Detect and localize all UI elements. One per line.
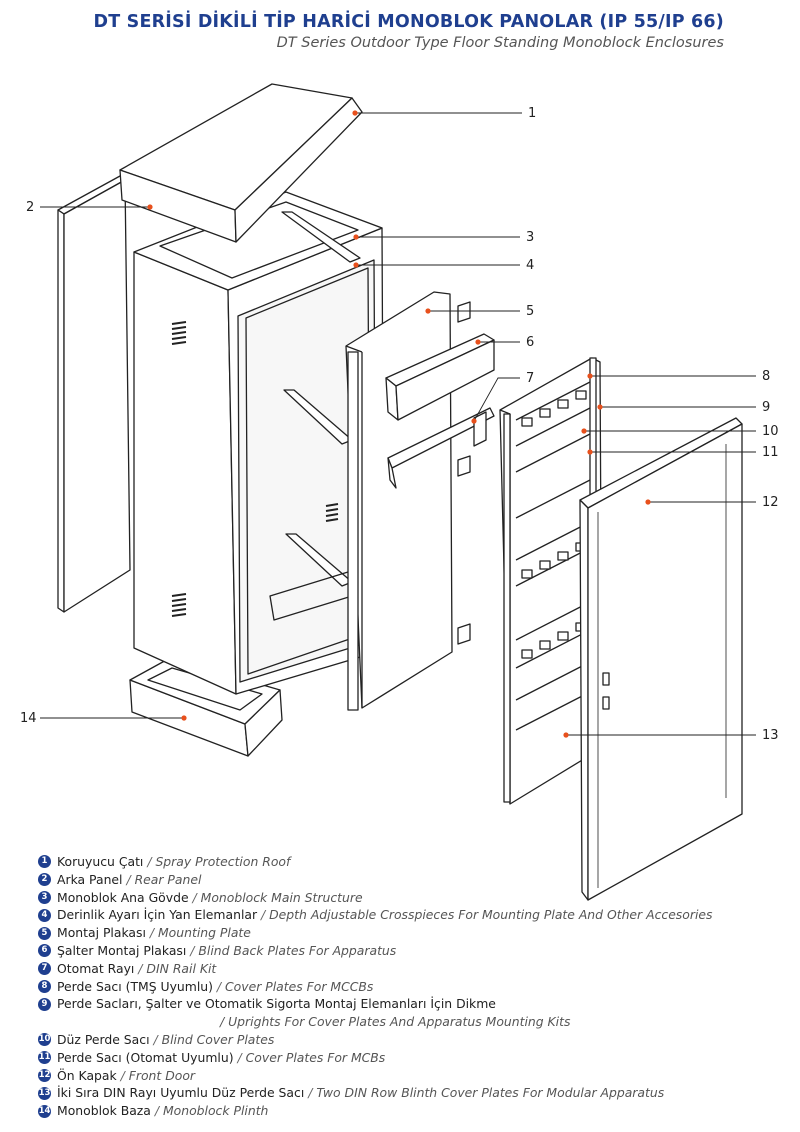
legend-item-continuation: / Uprights For Cover Plates And Apparatu… xyxy=(38,1013,788,1031)
callout-2: 2 xyxy=(26,200,35,215)
exploded-enclosure-diagram xyxy=(40,83,756,901)
legend-en: Depth Adjustable Crosspieces For Mountin… xyxy=(269,907,713,923)
legend-en: Mounting Plate xyxy=(157,925,251,941)
legend-number: 7 xyxy=(38,962,51,976)
legend-number: 5 xyxy=(38,926,51,940)
din-rail-kit xyxy=(387,407,495,489)
legend-en: Cover Plates For MCCBs xyxy=(225,978,374,994)
legend-tr: Derinlik Ayarı İçin Yan Elemanlar xyxy=(57,907,258,923)
legend-number: 4 xyxy=(38,908,51,922)
legend-en: DIN Rail Kit xyxy=(146,960,217,976)
legend-number: 8 xyxy=(38,979,51,993)
callout-7: 7 xyxy=(526,371,535,386)
legend-tr: Düz Perde Sacı xyxy=(57,1031,150,1047)
monoblock-plinth xyxy=(129,657,283,757)
callout-4: 4 xyxy=(526,258,535,273)
callout-13: 13 xyxy=(762,728,779,743)
legend-number: 13 xyxy=(38,1086,51,1100)
legend-tr: Perde Sacı (TMŞ Uyumlu) xyxy=(57,978,213,994)
callout-12: 12 xyxy=(762,495,779,510)
page-title: DT SERİSİ DİKİLİ TİP HARİCİ MONOBLOK PAN… xyxy=(93,12,724,32)
legend-tr: Arka Panel xyxy=(57,871,123,887)
legend-en: Rear Panel xyxy=(134,871,202,887)
legend-tr: Şalter Montaj Plakası xyxy=(57,942,187,958)
callout-6: 6 xyxy=(526,335,535,350)
legend-number: 11 xyxy=(38,1051,51,1065)
legend-tr: Monoblok Ana Gövde xyxy=(57,889,189,905)
legend-en: Spray Protection Roof xyxy=(155,854,291,869)
legend-item: 13 İki Sıra DIN Rayı Uyumlu Düz Perde Sac… xyxy=(38,1085,665,1101)
callout-9: 9 xyxy=(762,400,771,415)
callout-14: 14 xyxy=(20,711,37,726)
legend-en: Blind Cover Plates xyxy=(161,1031,275,1047)
legend-number: 2 xyxy=(38,873,51,887)
legend-number: 6 xyxy=(38,944,51,958)
legend-tr: İki Sıra DIN Rayı Uyumlu Düz Perde Sacı xyxy=(57,1085,305,1101)
legend-en: Blind Back Plates For Apparatus xyxy=(198,942,397,958)
page-subtitle: DT Series Outdoor Type Floor Standing Mo… xyxy=(276,35,724,51)
legend-tr: Montaj Plakası xyxy=(57,925,146,941)
legend-number: 10 xyxy=(38,1033,51,1047)
legend-en: Monoblock Main Structure xyxy=(200,889,363,905)
legend-number: 12 xyxy=(38,1068,51,1082)
legend-number: 3 xyxy=(38,890,51,904)
legend-tr: Perde Sacı (Otomat Uyumlu) xyxy=(57,1049,234,1065)
callout-3: 3 xyxy=(526,230,535,245)
callout-10: 10 xyxy=(762,424,779,439)
legend-en: Front Door xyxy=(128,1067,195,1083)
legend-number: 14 xyxy=(38,1104,51,1118)
legend-en: Two DIN Row Blinth Cover Plates For Modu… xyxy=(316,1085,665,1101)
legend-en: Cover Plates For MCBs xyxy=(245,1049,386,1065)
legend-tr: Perde Sacları, Şalter ve Otomatik Sigort… xyxy=(57,996,496,1012)
spray-protection-roof xyxy=(119,83,363,243)
legend-item: 9 Perde Sacları, Şalter ve Otomatik Sigor… xyxy=(38,995,788,1013)
callout-5: 5 xyxy=(526,304,535,319)
front-door xyxy=(579,417,743,901)
legend-en: Monoblock Plinth xyxy=(162,1103,269,1119)
main-body xyxy=(133,191,385,695)
legend-tr: Monoblok Baza xyxy=(57,1103,151,1119)
legend-tr: Koruyucu Çatı xyxy=(57,854,144,869)
blind-back-plate xyxy=(385,333,495,421)
callout-8: 8 xyxy=(762,369,771,384)
callout-1: 1 xyxy=(528,106,537,121)
legend-tr: Otomat Rayı xyxy=(57,960,135,976)
page-header: DT SERİSİ DİKİLİ TİP HARİCİ MONOBLOK PAN… xyxy=(94,12,724,51)
callout-11: 11 xyxy=(762,445,779,460)
legend-tr: Ön Kapak xyxy=(57,1067,117,1083)
rear-panel xyxy=(57,175,131,613)
legend-en: / Uprights For Cover Plates And Apparatu… xyxy=(220,1014,571,1030)
legend-number: 1 xyxy=(38,855,51,869)
legend-number: 9 xyxy=(38,997,51,1011)
